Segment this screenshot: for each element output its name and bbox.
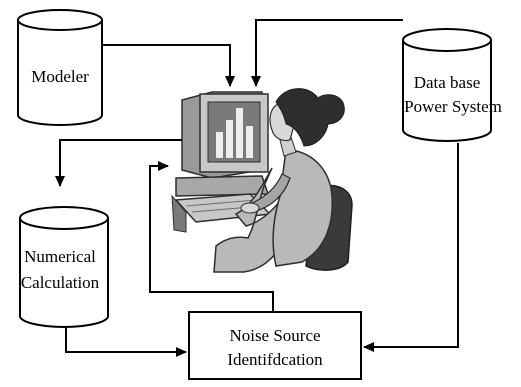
arrow-database-to-identification — [363, 143, 459, 352]
database-node: Data base Power System — [402, 28, 502, 142]
identification-label-line1: Noise Source — [229, 326, 320, 345]
database-label-line2: Power System — [404, 97, 502, 116]
screen-bar-4 — [246, 126, 253, 158]
arrow-user-to-numerical — [55, 139, 182, 187]
screen-bar-1 — [216, 132, 223, 158]
modeler-node: Modeler — [17, 9, 103, 126]
identification-label-line2: Identifdcation — [227, 350, 323, 369]
arrow-identification-to-user — [149, 161, 274, 312]
numerical-calculation-node: Numerical Calculation — [19, 206, 109, 328]
arrow-modeler-to-user — [102, 44, 235, 87]
numerical-label-line2: Calculation — [21, 273, 100, 292]
connectors — [55, 19, 459, 357]
database-label-line1: Data base — [414, 73, 481, 92]
screen-bar-2 — [226, 120, 233, 158]
screen-bar-3 — [236, 108, 243, 158]
modeler-label: Modeler — [31, 67, 89, 86]
noise-source-identification-node: Noise Source Identifdcation — [188, 311, 362, 380]
arrow-numerical-to-identification — [65, 328, 187, 357]
person-at-computer-icon — [171, 88, 353, 273]
numerical-label-line1: Numerical — [24, 247, 96, 266]
arrow-database-to-user — [251, 19, 403, 87]
